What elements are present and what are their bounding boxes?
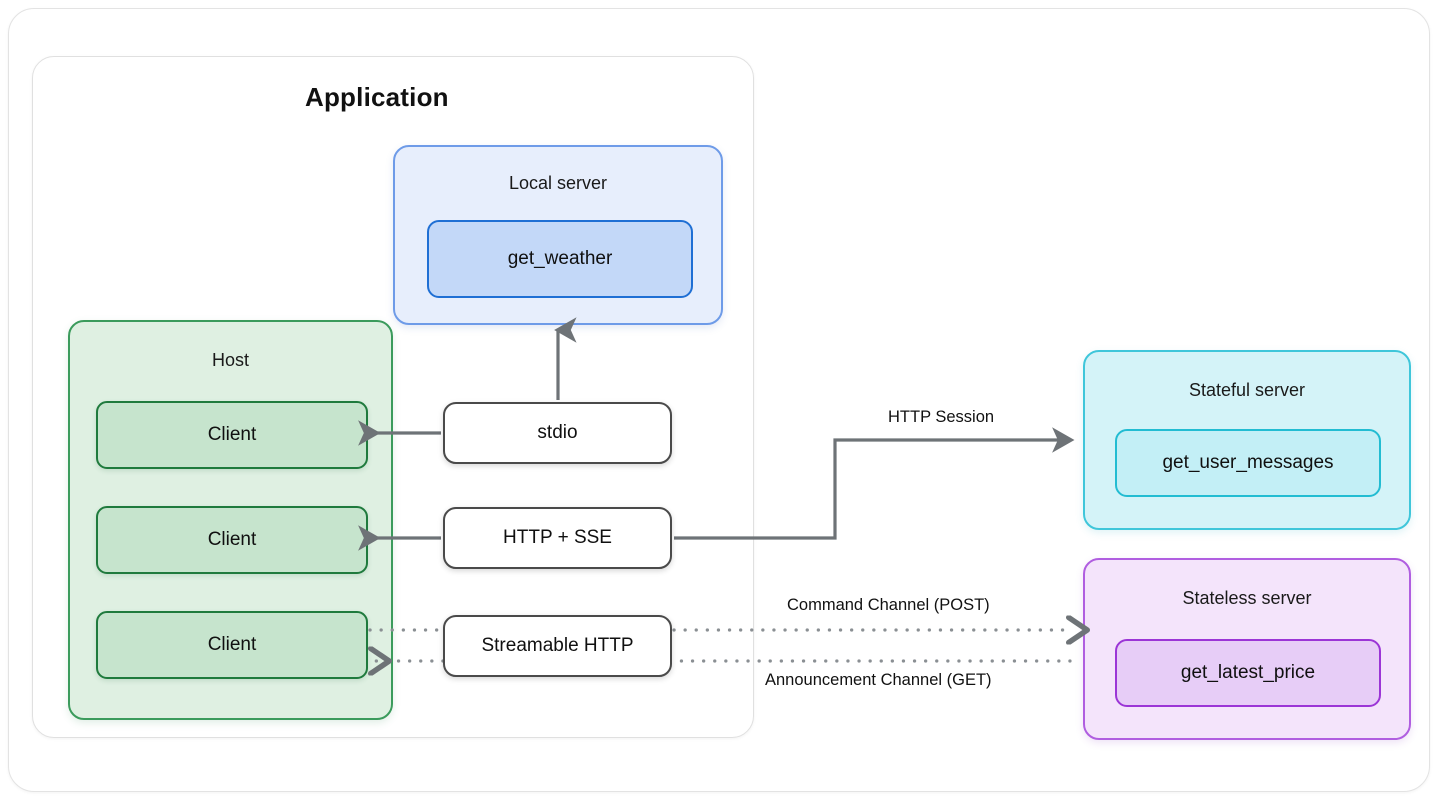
stateless-server-title: Stateless server <box>1182 588 1312 608</box>
stateless-server-box[interactable]: Stateless server get_latest_price <box>1083 558 1411 740</box>
label-command-channel: Command Channel (POST) <box>787 596 990 614</box>
page-title: Application <box>305 82 449 112</box>
client-box-2[interactable]: Client <box>96 506 368 574</box>
label-http-session: HTTP Session <box>888 408 995 426</box>
transport-streamable-http[interactable]: Streamable HTTP <box>443 615 672 677</box>
stateful-server-title: Stateful server <box>1188 380 1306 400</box>
host-box[interactable]: Host Client Client Client <box>68 320 393 720</box>
tool-get-latest-price[interactable]: get_latest_price <box>1115 639 1381 707</box>
local-server-title: Local server <box>508 173 608 193</box>
client-box-3[interactable]: Client <box>96 611 368 679</box>
label-announcement-channel: Announcement Channel (GET) <box>765 671 992 689</box>
transport-stdio[interactable]: stdio <box>443 402 672 464</box>
transport-http-sse[interactable]: HTTP + SSE <box>443 507 672 569</box>
tool-get-weather[interactable]: get_weather <box>427 220 693 298</box>
host-title: Host <box>211 350 249 370</box>
stateful-server-box[interactable]: Stateful server get_user_messages <box>1083 350 1411 530</box>
client-box-1[interactable]: Client <box>96 401 368 469</box>
local-server-box[interactable]: Local server get_weather <box>393 145 723 325</box>
tool-get-user-messages[interactable]: get_user_messages <box>1115 429 1381 497</box>
